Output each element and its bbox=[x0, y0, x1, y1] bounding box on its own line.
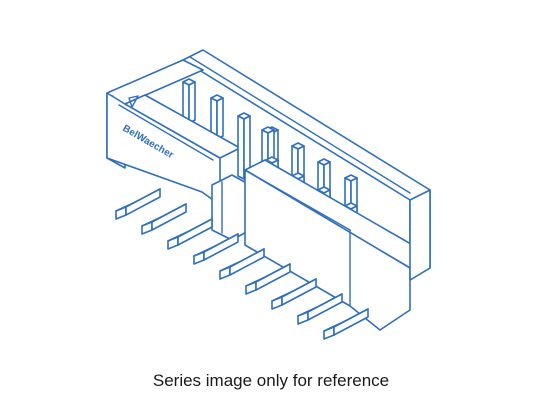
lead-2-side bbox=[151, 203, 187, 231]
lead-5-side bbox=[229, 248, 265, 276]
rear-pin-1-right bbox=[188, 81, 196, 124]
front-pin-1-left bbox=[237, 115, 245, 180]
lead-4-side bbox=[203, 233, 239, 261]
right-angle-lead-row bbox=[115, 188, 369, 340]
lead-9-tip bbox=[323, 326, 335, 340]
lead-1-tip bbox=[115, 206, 127, 220]
lead-5-tip bbox=[219, 266, 231, 280]
lead-7-tip bbox=[271, 296, 283, 310]
lead-9-side bbox=[333, 308, 369, 336]
housing-right-end bbox=[409, 189, 431, 281]
reference-caption: Series image only for reference bbox=[152, 371, 390, 390]
lead-2-tip bbox=[141, 221, 153, 235]
lead-4-tip bbox=[193, 251, 205, 265]
lead-3-side bbox=[177, 218, 213, 246]
lead-1-side bbox=[125, 188, 161, 216]
lead-6-tip bbox=[245, 281, 257, 295]
lead-8-tip bbox=[297, 311, 309, 325]
lead-7-side bbox=[281, 278, 317, 306]
lead-6-side bbox=[255, 263, 291, 291]
lead-3-tip bbox=[167, 236, 179, 250]
lead-8-side bbox=[307, 293, 343, 321]
rear-pin-2-right bbox=[216, 97, 224, 140]
